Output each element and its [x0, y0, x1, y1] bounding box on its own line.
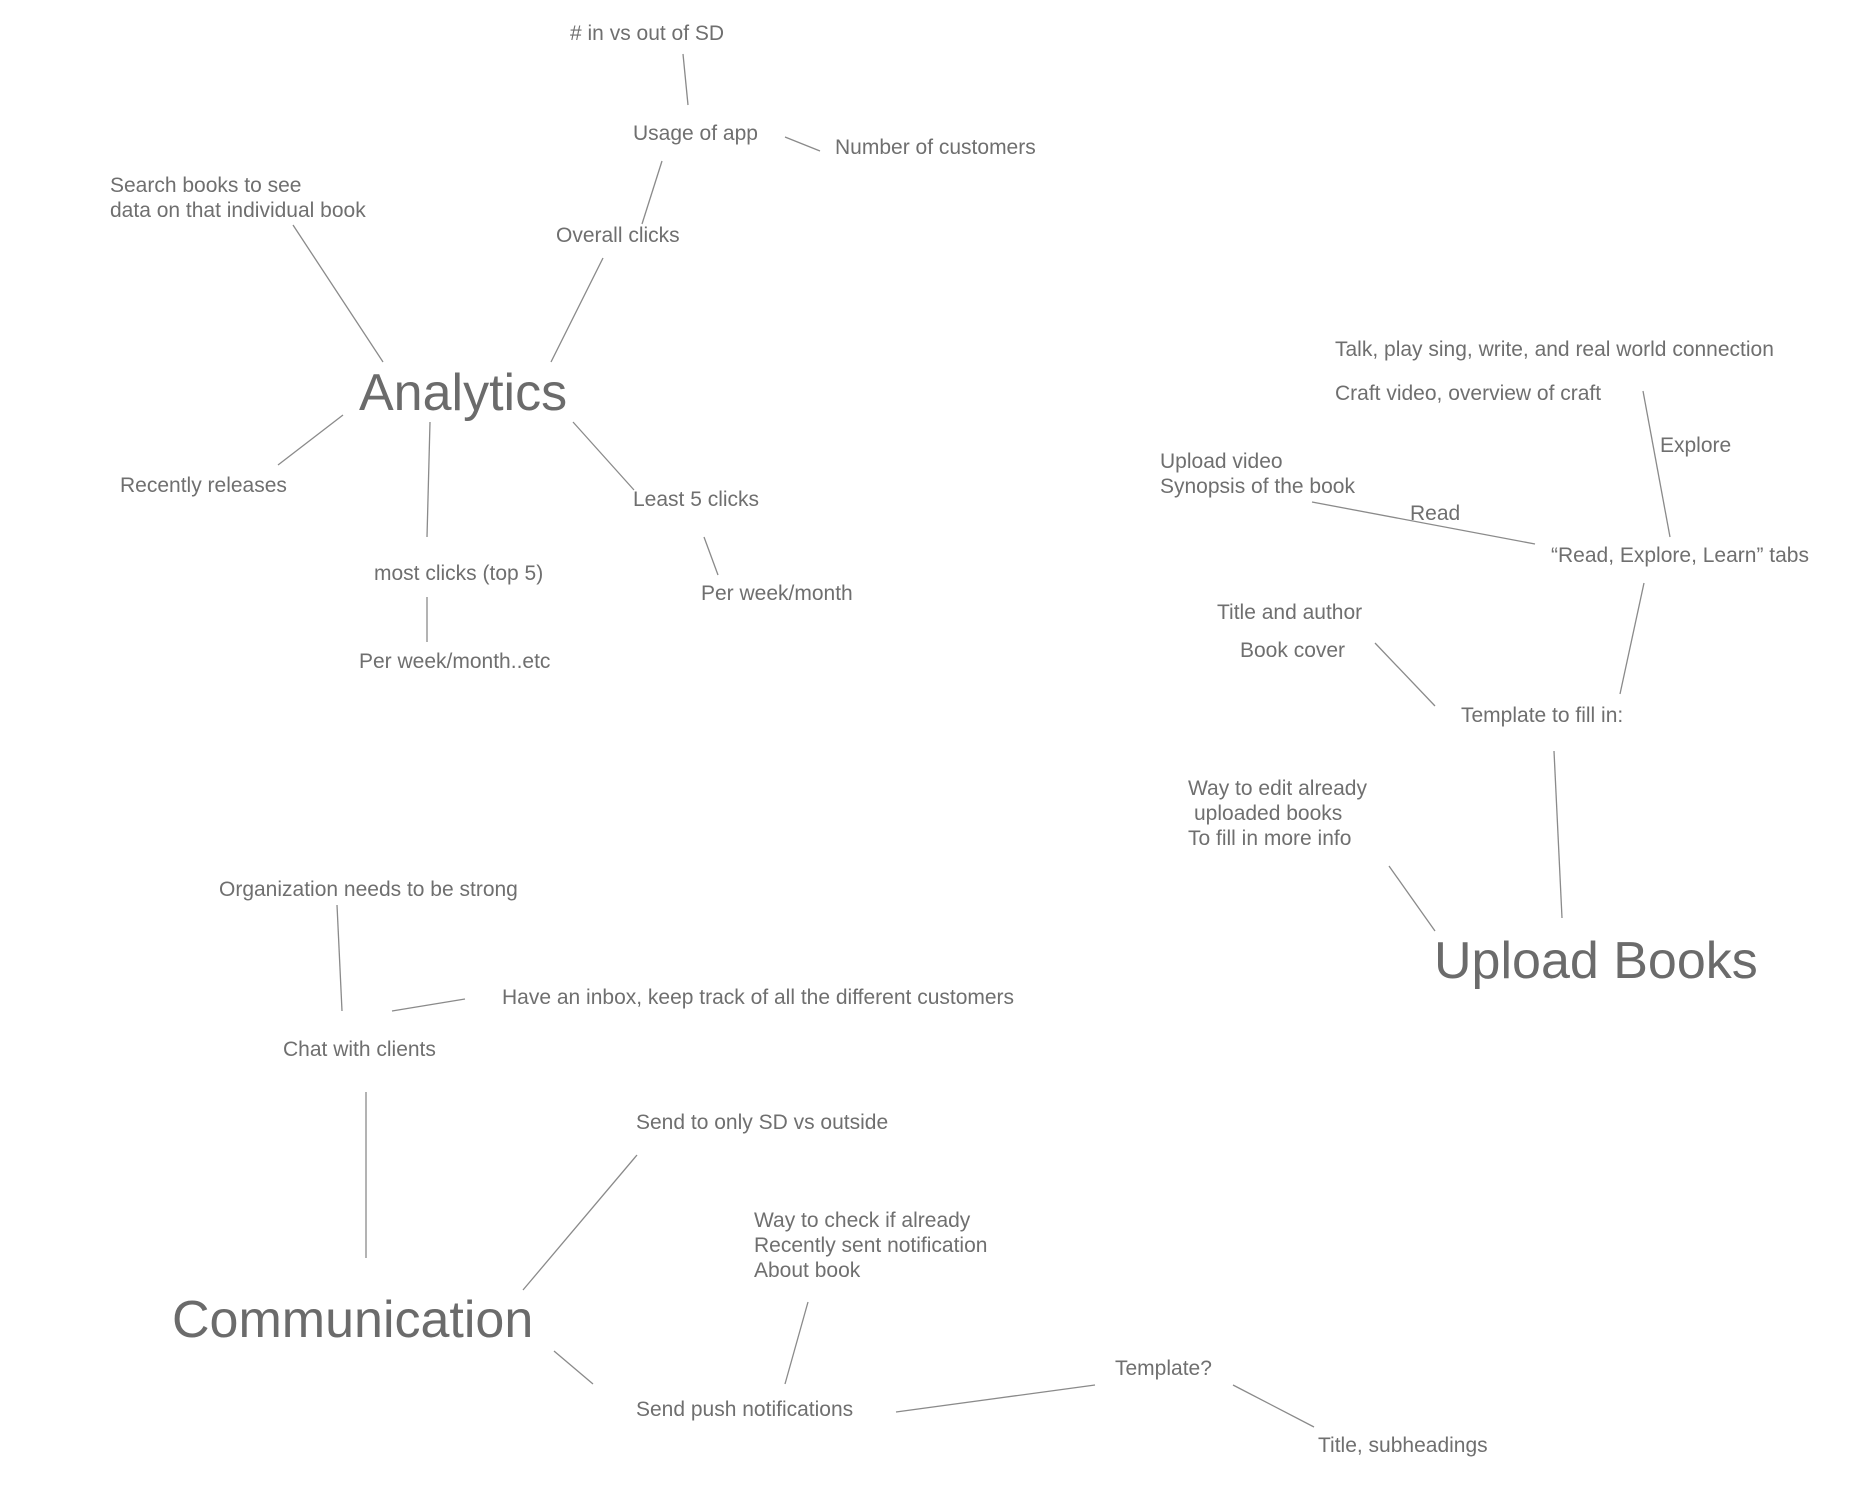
- connector-line: [1374, 642, 1436, 707]
- node-line: Upload video: [1160, 450, 1283, 473]
- node-template-q: Template?: [1115, 1357, 1212, 1380]
- node-line: About book: [754, 1258, 861, 1282]
- node-template-fill: Template to fill in:: [1461, 704, 1624, 727]
- node-recently-releases: Recently releases: [120, 474, 287, 497]
- node-per-week-month: Per week/month: [701, 582, 853, 605]
- connector-line: [784, 1301, 809, 1385]
- connector-line: [277, 414, 344, 466]
- node-chat-clients: Chat with clients: [283, 1038, 436, 1061]
- node-explore: Explore: [1660, 434, 1732, 457]
- connector-line: [1642, 390, 1671, 538]
- connector-line: [426, 421, 431, 538]
- connector-line: [1619, 582, 1645, 695]
- node-title-author: Title and author: [1217, 601, 1363, 624]
- node-number-of-customers: Number of customers: [835, 136, 1036, 159]
- connector-line: [572, 421, 635, 491]
- connector-line: [391, 998, 466, 1012]
- node-line: data on that individual book: [110, 198, 366, 222]
- connector-line: [292, 224, 384, 363]
- node-talk-play: Talk, play sing, write, and real world c…: [1335, 338, 1774, 361]
- node-least-5-clicks: Least 5 clicks: [633, 488, 760, 511]
- node-line: Way to check if already: [754, 1209, 971, 1232]
- connector-line: [641, 160, 663, 225]
- node-upload-video: Upload video Synopsis of the book: [1160, 450, 1355, 500]
- node-organization: Organization needs to be strong: [219, 878, 518, 901]
- analytics-hub: Analytics: [359, 364, 568, 422]
- node-line: uploaded books: [1194, 801, 1343, 825]
- node-usage-of-app: Usage of app: [633, 122, 758, 145]
- connector-line: [895, 1384, 1096, 1413]
- communication-hub: Communication: [172, 1291, 534, 1349]
- node-in-vs-out-sd: # in vs out of SD: [570, 22, 725, 45]
- connector-line: [1553, 750, 1563, 919]
- connector-line: [336, 904, 343, 1012]
- node-line: Search books to see: [110, 174, 302, 197]
- node-overall-clicks: Overall clicks: [556, 224, 680, 247]
- node-check-already: Way to check if already Recently sent no…: [754, 1209, 987, 1283]
- node-inbox: Have an inbox, keep track of all the dif…: [502, 986, 1015, 1009]
- node-per-week-month-etc: Per week/month..etc: [359, 650, 551, 673]
- node-line: Way to edit already: [1188, 777, 1367, 800]
- node-line: Recently sent notification: [754, 1233, 988, 1257]
- node-search-books: Search books to see data on that individ…: [110, 174, 366, 224]
- connector-line: [553, 1350, 594, 1385]
- node-send-sd: Send to only SD vs outside: [636, 1111, 889, 1134]
- node-craft-video: Craft video, overview of craft: [1335, 382, 1602, 405]
- node-read: Read: [1410, 502, 1461, 525]
- connector-line: [1388, 865, 1436, 932]
- connector-line: [1311, 501, 1536, 545]
- connector-line: [703, 536, 719, 576]
- connector-line: [784, 136, 821, 152]
- connector-line: [522, 1154, 638, 1291]
- node-line: To fill in more info: [1188, 826, 1352, 850]
- node-line: Synopsis of the book: [1160, 474, 1355, 498]
- node-push-notifications: Send push notifications: [636, 1398, 854, 1421]
- connector-line: [682, 53, 689, 106]
- connector-line: [550, 257, 604, 363]
- upload-books-hub: Upload Books: [1434, 932, 1758, 990]
- node-tabs: “Read, Explore, Learn” tabs: [1551, 544, 1809, 567]
- node-title-subheadings: Title, subheadings: [1318, 1434, 1488, 1457]
- node-book-cover: Book cover: [1240, 639, 1346, 662]
- node-most-clicks: most clicks (top 5): [374, 562, 544, 585]
- node-edit-books: Way to edit already uploaded books To fi…: [1188, 777, 1367, 851]
- connector-line: [1232, 1384, 1315, 1428]
